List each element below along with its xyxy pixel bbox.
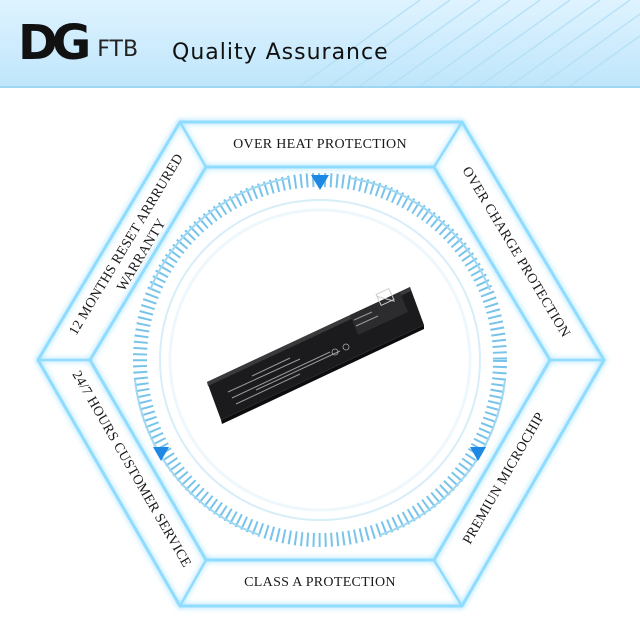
header-stripes bbox=[299, 0, 640, 86]
feature-over-heat: OVER HEAT PROTECTION bbox=[233, 137, 407, 152]
outer-arcs bbox=[134, 177, 506, 536]
feature-class-a: CLASS A PROTECTION bbox=[244, 575, 396, 590]
tagline: Quality Assurance bbox=[172, 40, 389, 65]
brand-logo: DG FTB bbox=[18, 18, 138, 68]
inner-ring-halo bbox=[168, 208, 472, 512]
battery-image bbox=[207, 287, 424, 424]
arrow-left-icon bbox=[153, 447, 169, 461]
header-divider bbox=[0, 86, 640, 88]
arrow-right-icon bbox=[470, 447, 486, 461]
arrow-top-icon bbox=[311, 175, 329, 190]
feature-over-charge: OVER CHARGE PROTECTION bbox=[459, 164, 573, 340]
logo-mark: DG bbox=[18, 15, 91, 71]
quality-diagram: OVER HEAT PROTECTION CLASS A PROTECTION … bbox=[36, 120, 606, 608]
hexagon-spokes bbox=[38, 121, 604, 607]
logo-suffix: FTB bbox=[97, 36, 139, 62]
header-banner: DG FTB Quality Assurance bbox=[0, 0, 640, 86]
